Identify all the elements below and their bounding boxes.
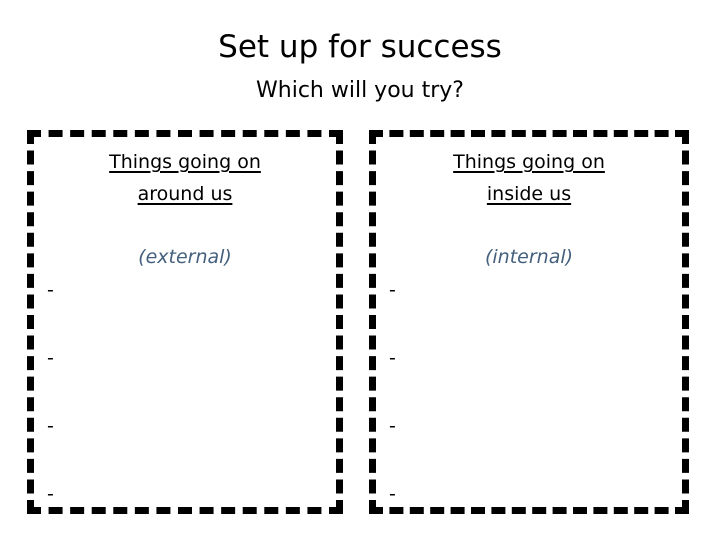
external-heading-line-2: around us [137, 183, 233, 205]
slide-canvas: Set up for success Which will you try? T… [27, 29, 689, 514]
external-box-inner: Things going on around us (external) - -… [34, 137, 336, 507]
dash-marker: - [389, 415, 396, 437]
list-item[interactable]: - [47, 348, 330, 416]
internal-factors-box[interactable]: Things going on inside us (internal) - -… [369, 130, 689, 514]
internal-box-inner: Things going on inside us (internal) - -… [376, 137, 682, 507]
external-bullet-list: - - - - [47, 280, 330, 552]
page-subtitle: Which will you try? [256, 78, 464, 103]
dash-marker: - [47, 415, 54, 437]
dash-marker: - [47, 483, 54, 505]
list-item[interactable]: - [389, 348, 676, 416]
dash-marker: - [47, 279, 54, 301]
external-heading-line-1: Things going on [109, 151, 261, 173]
dash-marker: - [47, 347, 54, 369]
external-box-subheading: (external) [138, 246, 232, 268]
list-item[interactable]: - [389, 280, 676, 348]
internal-bullet-list: - - - - [389, 280, 676, 552]
list-item[interactable]: - [47, 416, 330, 484]
dash-marker: - [389, 347, 396, 369]
dash-marker: - [389, 279, 396, 301]
list-item[interactable]: - [389, 484, 676, 552]
list-item[interactable]: - [47, 484, 330, 552]
internal-box-heading: Things going on inside us [376, 146, 682, 210]
list-item[interactable]: - [47, 280, 330, 348]
internal-box-subheading: (internal) [484, 246, 574, 268]
internal-heading-line-2: inside us [486, 183, 572, 205]
internal-heading-line-1: Things going on [453, 151, 605, 173]
external-box-heading: Things going on around us [34, 146, 336, 210]
page-title: Set up for success [218, 29, 502, 65]
list-item[interactable]: - [389, 416, 676, 484]
dash-marker: - [389, 483, 396, 505]
external-factors-box[interactable]: Things going on around us (external) - -… [27, 130, 343, 514]
